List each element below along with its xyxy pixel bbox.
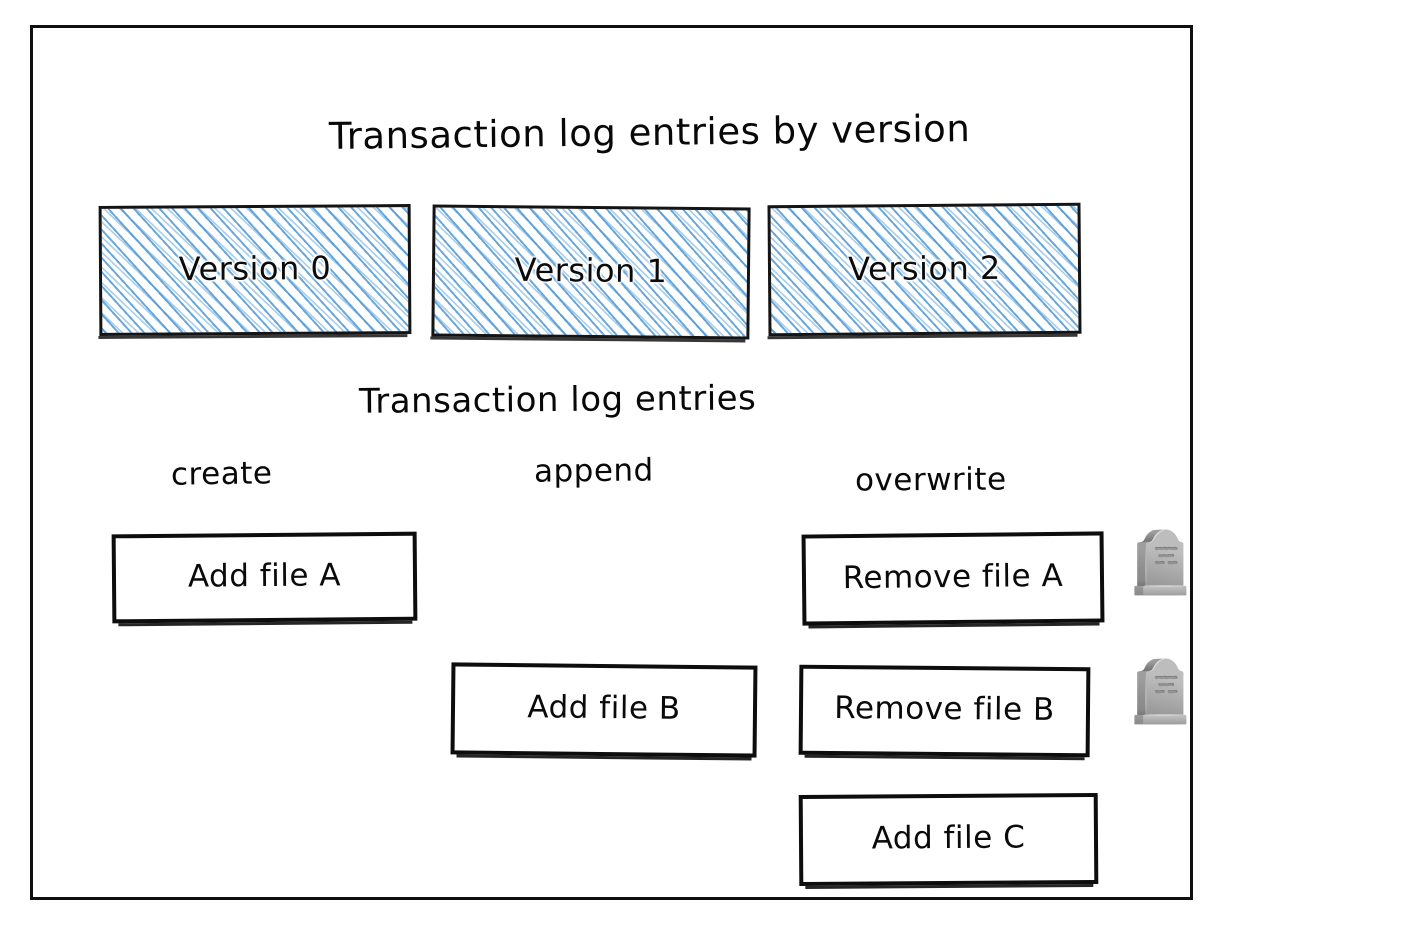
log-entry-add-file-c[interactable]: Add file C <box>798 792 1099 887</box>
version-box-1[interactable]: Version 1 <box>431 204 751 340</box>
log-entry-add-file-a[interactable]: Add file A <box>111 531 418 624</box>
column-label-append: append <box>533 452 654 490</box>
tombstone-icon: 🪦 <box>1123 657 1198 727</box>
version-box-2[interactable]: Version 2 <box>767 202 1082 337</box>
version-box-label: Version 1 <box>514 250 668 291</box>
log-entry-label: Remove file A <box>842 557 1064 596</box>
version-box-label: Version 2 <box>847 248 1001 288</box>
log-entry-remove-file-b[interactable]: Remove file B <box>798 664 1091 758</box>
tombstone-icon: 🪦 <box>1123 528 1198 598</box>
log-entry-label: Remove file B <box>834 690 1055 728</box>
column-label-create: create <box>170 455 273 493</box>
section-title: Transaction log entries <box>358 378 757 422</box>
log-entry-add-file-b[interactable]: Add file B <box>450 662 758 758</box>
page-title: Transaction log entries by version <box>328 107 971 158</box>
log-entry-label: Add file A <box>187 556 342 595</box>
column-label-overwrite: overwrite <box>854 461 1007 499</box>
log-entry-label: Add file B <box>527 689 681 727</box>
version-box-0[interactable]: Version 0 <box>98 204 412 336</box>
log-entry-label: Add file C <box>871 818 1026 857</box>
diagram-frame: Transaction log entries by version Versi… <box>30 25 1198 900</box>
version-box-label: Version 0 <box>178 249 332 288</box>
log-entry-remove-file-a[interactable]: Remove file A <box>801 531 1105 626</box>
